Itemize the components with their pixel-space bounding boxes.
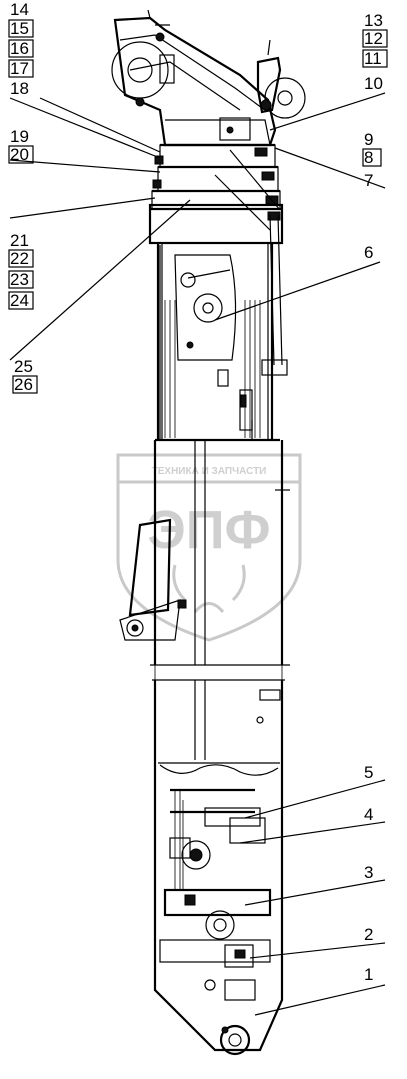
callout-label: 9 (364, 130, 373, 149)
boom-head (111, 9, 306, 147)
callout-box (8, 270, 34, 289)
callout-label: 21 (10, 231, 29, 250)
callout-label: 11 (364, 49, 382, 68)
callout-label: 17 (10, 59, 29, 78)
callout-label: 25 (14, 357, 33, 376)
callout-label: 13 (364, 11, 383, 30)
leader-lines-right (214, 92, 386, 1016)
callout-label: 12 (364, 29, 383, 48)
callout-label: 14 (10, 0, 29, 19)
callout-label: 23 (10, 270, 29, 289)
callout-label: 6 (364, 243, 373, 262)
callout-label: 24 (10, 291, 29, 310)
callout-box (362, 49, 388, 68)
callout-box (8, 249, 34, 268)
upper-section (148, 203, 288, 440)
callout-label: 20 (10, 145, 29, 164)
callout-box (8, 59, 34, 78)
watermark-logo-text: ЭПФ (147, 500, 270, 560)
callout-label: 1 (364, 965, 373, 984)
callout-box (8, 39, 34, 58)
callout-box (8, 19, 34, 38)
callout-label: 26 (14, 375, 33, 394)
callout-box (362, 148, 382, 167)
callout-label: 3 (364, 863, 373, 882)
callout-label: 16 (10, 39, 29, 58)
callout-label: 10 (364, 74, 383, 93)
callout-label: 8 (364, 148, 373, 167)
callout-label: 15 (10, 19, 29, 38)
callouts-left: 14 15 16 17 18 19 20 21 22 23 24 25 26 (8, 0, 38, 394)
callout-label: 22 (10, 249, 29, 268)
callout-label: 5 (364, 763, 373, 782)
callout-label: 4 (364, 805, 373, 824)
watermark-top-text: ТЕХНИКА И ЗАПЧАСТИ (152, 466, 267, 477)
middle-section (119, 438, 290, 681)
callout-label: 7 (364, 171, 373, 190)
callout-box (8, 291, 34, 310)
callout-box (12, 375, 38, 394)
leader-lines-left (9, 97, 191, 361)
lower-section (153, 680, 284, 1056)
callout-box (8, 145, 34, 164)
callouts-right: 13 12 11 10 9 8 7 6 5 4 3 2 1 (362, 11, 388, 984)
callout-label: 2 (364, 925, 373, 944)
watermark: ТЕХНИКА И ЗАПЧАСТИ ЭПФ (116, 453, 302, 642)
clamp-bands (150, 143, 282, 231)
callout-label: 19 (10, 127, 29, 146)
callout-label: 18 (10, 79, 29, 98)
callout-box (362, 29, 388, 48)
